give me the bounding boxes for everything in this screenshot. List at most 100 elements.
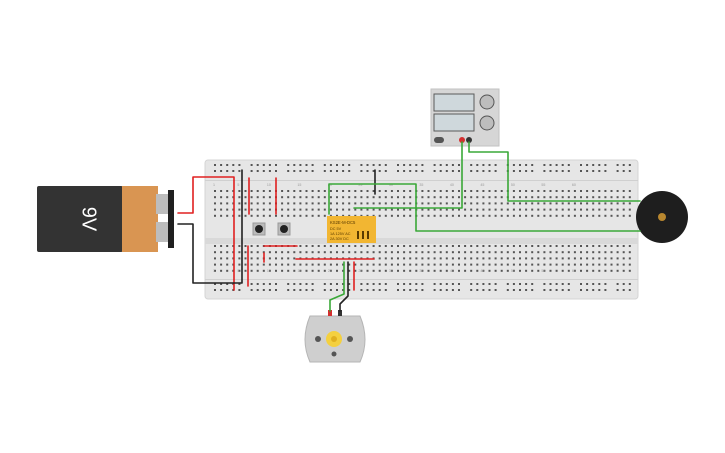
- breadboard-hole[interactable]: [372, 289, 375, 291]
- breadboard-hole[interactable]: [336, 202, 338, 205]
- breadboard-hole[interactable]: [628, 283, 631, 285]
- breadboard-hole[interactable]: [622, 245, 625, 247]
- breadboard-hole[interactable]: [427, 208, 430, 211]
- breadboard-hole[interactable]: [262, 289, 265, 291]
- breadboard-hole[interactable]: [512, 269, 515, 272]
- breadboard-hole[interactable]: [561, 289, 564, 291]
- breadboard-hole[interactable]: [268, 283, 271, 285]
- breadboard-hole[interactable]: [256, 164, 259, 166]
- breadboard-hole[interactable]: [384, 164, 387, 166]
- breadboard-hole[interactable]: [439, 208, 442, 211]
- breadboard-hole[interactable]: [512, 170, 515, 172]
- breadboard-hole[interactable]: [451, 289, 454, 291]
- breadboard-hole[interactable]: [226, 190, 229, 192]
- breadboard-hole[interactable]: [348, 196, 351, 199]
- breadboard-hole[interactable]: [573, 263, 576, 266]
- breadboard-hole[interactable]: [336, 196, 338, 199]
- breadboard-hole[interactable]: [323, 214, 326, 217]
- breadboard-hole[interactable]: [220, 164, 223, 166]
- breadboard-hole[interactable]: [616, 263, 619, 266]
- breadboard-hole[interactable]: [616, 170, 619, 172]
- breadboard-hole[interactable]: [409, 170, 412, 172]
- breadboard-hole[interactable]: [604, 269, 607, 272]
- breadboard-hole[interactable]: [543, 196, 546, 199]
- breadboard-hole[interactable]: [421, 190, 424, 192]
- breadboard-hole[interactable]: [360, 283, 363, 285]
- breadboard-hole[interactable]: [238, 283, 241, 285]
- breadboard-hole[interactable]: [354, 251, 357, 254]
- breadboard-hole[interactable]: [543, 269, 546, 272]
- breadboard-hole[interactable]: [543, 214, 546, 217]
- breadboard-hole[interactable]: [360, 263, 363, 266]
- breadboard-hole[interactable]: [506, 251, 509, 254]
- breadboard-hole[interactable]: [470, 190, 473, 192]
- breadboard-hole[interactable]: [250, 214, 253, 217]
- breadboard-hole[interactable]: [360, 202, 363, 205]
- breadboard-hole[interactable]: [451, 214, 454, 217]
- breadboard-hole[interactable]: [482, 289, 485, 291]
- breadboard-hole[interactable]: [439, 245, 442, 247]
- breadboard-hole[interactable]: [366, 214, 369, 217]
- breadboard-hole[interactable]: [311, 202, 314, 205]
- breadboard-hole[interactable]: [580, 251, 582, 254]
- breadboard-hole[interactable]: [525, 289, 528, 291]
- breadboard-hole[interactable]: [262, 214, 265, 217]
- breadboard-hole[interactable]: [470, 269, 473, 272]
- breadboard-hole[interactable]: [592, 208, 595, 211]
- breadboard-hole[interactable]: [482, 263, 485, 266]
- breadboard-hole[interactable]: [470, 245, 473, 247]
- breadboard-hole[interactable]: [628, 269, 631, 272]
- breadboard-hole[interactable]: [336, 289, 338, 291]
- breadboard-hole[interactable]: [573, 190, 576, 192]
- breadboard-hole[interactable]: [580, 170, 582, 172]
- breadboard-hole[interactable]: [378, 202, 381, 205]
- breadboard-hole[interactable]: [604, 170, 607, 172]
- breadboard-hole[interactable]: [488, 269, 491, 272]
- breadboard-hole[interactable]: [403, 289, 406, 291]
- breadboard-hole[interactable]: [622, 251, 625, 254]
- breadboard-hole[interactable]: [586, 263, 589, 266]
- breadboard-hole[interactable]: [506, 214, 509, 217]
- breadboard-hole[interactable]: [451, 190, 454, 192]
- breadboard-hole[interactable]: [220, 170, 223, 172]
- breadboard-hole[interactable]: [256, 170, 259, 172]
- breadboard-hole[interactable]: [354, 202, 357, 205]
- breadboard-hole[interactable]: [616, 208, 619, 211]
- breadboard-hole[interactable]: [299, 245, 302, 247]
- breadboard-hole[interactable]: [329, 283, 332, 285]
- breadboard-hole[interactable]: [397, 263, 399, 266]
- breadboard-hole[interactable]: [226, 269, 229, 272]
- breadboard-hole[interactable]: [366, 289, 369, 291]
- breadboard-hole[interactable]: [378, 289, 381, 291]
- breadboard-hole[interactable]: [262, 170, 265, 172]
- breadboard-hole[interactable]: [488, 170, 491, 172]
- breadboard-hole[interactable]: [378, 269, 381, 272]
- breadboard-hole[interactable]: [555, 269, 558, 272]
- breadboard-hole[interactable]: [561, 245, 564, 247]
- breadboard-hole[interactable]: [403, 190, 406, 192]
- breadboard-hole[interactable]: [512, 245, 515, 247]
- breadboard-hole[interactable]: [433, 196, 436, 199]
- breadboard-hole[interactable]: [220, 257, 223, 260]
- breadboard-hole[interactable]: [287, 170, 290, 172]
- breadboard-hole[interactable]: [506, 283, 509, 285]
- breadboard-hole[interactable]: [519, 269, 521, 272]
- breadboard-hole[interactable]: [610, 208, 613, 211]
- breadboard-hole[interactable]: [226, 257, 229, 260]
- breadboard-hole[interactable]: [397, 245, 399, 247]
- breadboard-hole[interactable]: [323, 251, 326, 254]
- breadboard-hole[interactable]: [238, 251, 241, 254]
- breadboard-hole[interactable]: [427, 196, 430, 199]
- breadboard-hole[interactable]: [592, 170, 595, 172]
- breadboard-hole[interactable]: [610, 196, 613, 199]
- breadboard-hole[interactable]: [525, 208, 528, 211]
- breadboard-hole[interactable]: [214, 283, 216, 285]
- breadboard-hole[interactable]: [598, 245, 601, 247]
- breadboard-hole[interactable]: [421, 257, 424, 260]
- breadboard-hole[interactable]: [433, 190, 436, 192]
- breadboard-hole[interactable]: [476, 251, 479, 254]
- relay-module[interactable]: KS2E-M-DC5 DC 5V 1A 125V AC 2A 30V DC: [327, 216, 376, 243]
- breadboard-hole[interactable]: [555, 245, 558, 247]
- breadboard-hole[interactable]: [256, 283, 259, 285]
- breadboard-hole[interactable]: [549, 289, 552, 291]
